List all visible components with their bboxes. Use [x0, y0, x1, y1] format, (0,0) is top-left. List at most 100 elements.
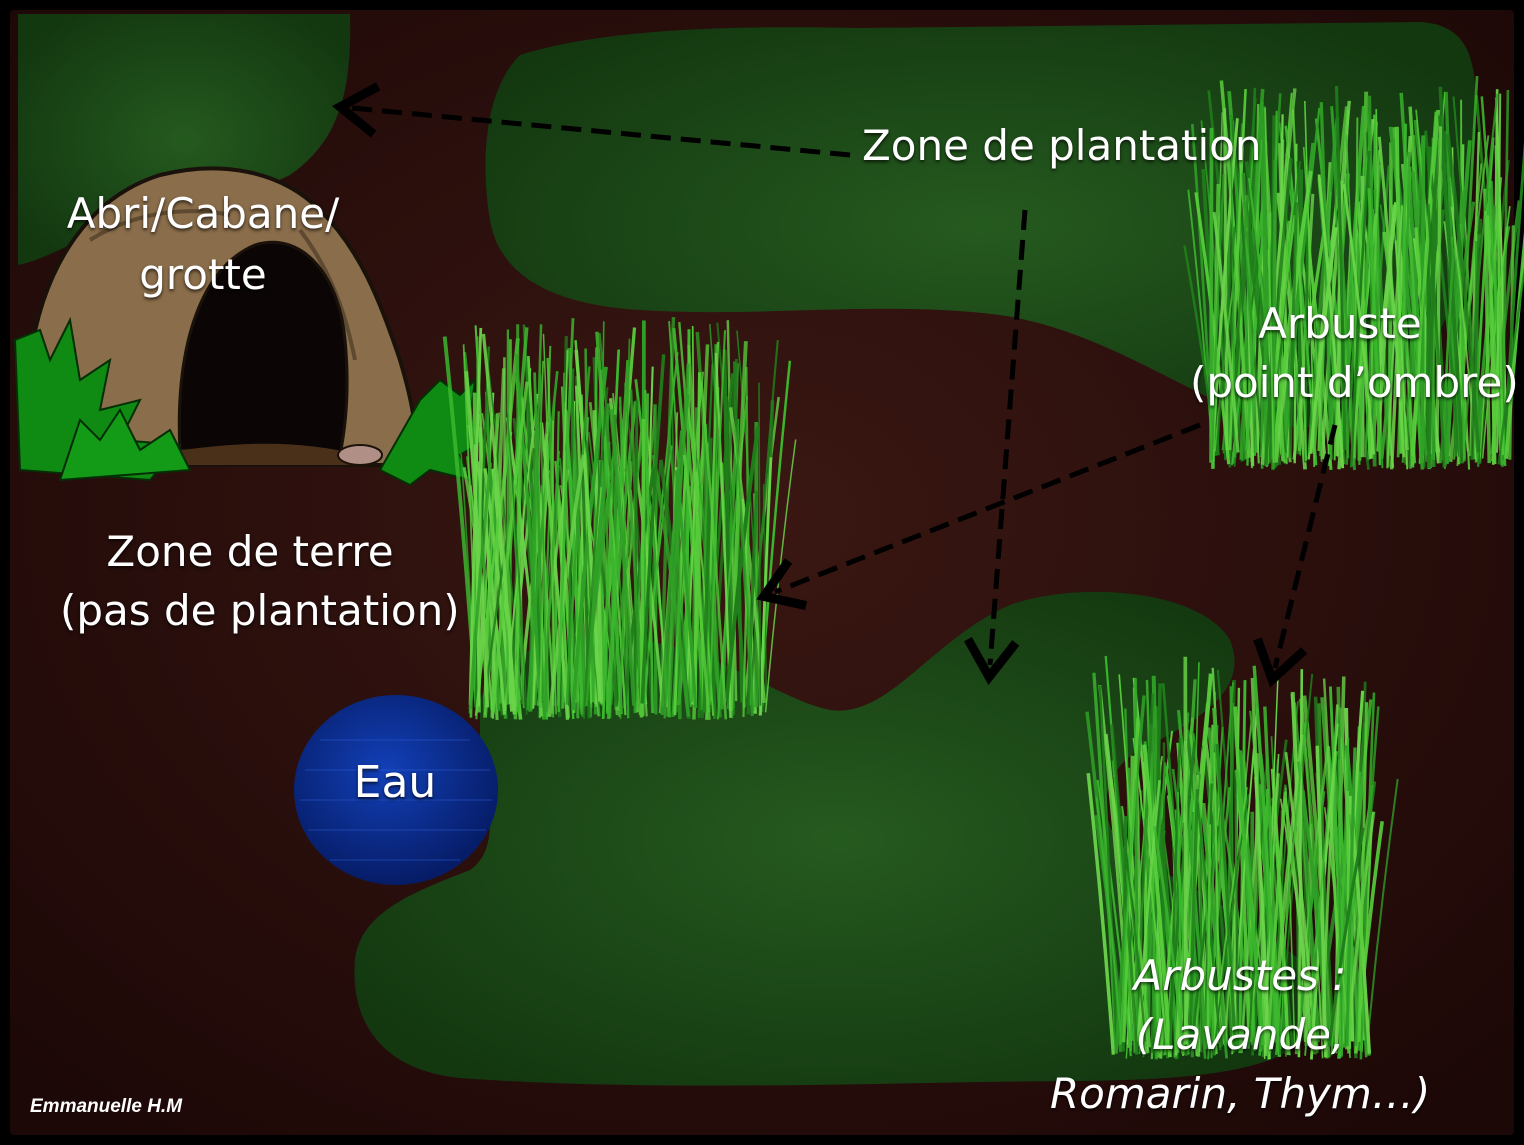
grass-blade	[1334, 85, 1347, 451]
grass-blade	[506, 412, 528, 715]
grass-blade	[1183, 656, 1188, 1045]
author-credit: Emmanuelle H.M	[30, 1096, 183, 1117]
label-water-text: Eau	[353, 757, 437, 808]
grass-blade	[1342, 183, 1376, 455]
grass-blade	[728, 341, 748, 711]
grass-blade	[574, 349, 602, 702]
grass-blade	[682, 454, 711, 721]
grass-blade	[539, 422, 570, 720]
grass-blade	[468, 462, 493, 710]
grass-blade	[1237, 749, 1257, 1051]
label-shrubs-line2: (Lavande,	[1135, 1010, 1345, 1060]
grass-blade	[724, 426, 760, 703]
grass-clump-left	[442, 317, 797, 721]
grass-blade	[1309, 227, 1338, 454]
grass-blade	[1215, 743, 1237, 1053]
label-shrubs-list: Arbustes : (Lavande, Romarin, Thym…)	[1050, 952, 1430, 1117]
grass-blade	[1252, 665, 1279, 1044]
grass-blade	[1445, 133, 1481, 453]
grass-blade	[606, 359, 630, 720]
grass-blade	[1104, 655, 1134, 1042]
grass-blade	[1194, 192, 1231, 465]
grass-blade	[685, 472, 697, 708]
label-shelter-line1: Abri/Cabane/	[66, 189, 340, 238]
arrow-to-grass-bottom-right	[1253, 424, 1338, 688]
grass-blade	[582, 387, 609, 720]
grass-blade	[1357, 702, 1369, 1042]
planting-zone-top-left	[18, 14, 351, 265]
grass-blade	[1086, 773, 1116, 1055]
grass-blade	[1210, 173, 1225, 461]
grass-blade	[584, 440, 618, 707]
grass-clump-bottom-right	[1085, 655, 1399, 1060]
label-shrub-line2: (point d’ombre)	[1190, 358, 1519, 408]
grass-blade	[1270, 768, 1291, 1055]
label-shrubs-line1: Arbustes :	[1133, 951, 1347, 1000]
grass-blade	[539, 374, 548, 713]
grass-blade	[1212, 211, 1240, 453]
grass-blade	[1153, 825, 1185, 1050]
grass-blade	[1327, 827, 1365, 1047]
grass-blade	[1263, 706, 1280, 1047]
arrow-to-grass-left	[756, 422, 1201, 610]
grass-blade	[1487, 215, 1497, 465]
cave-fern-left	[13, 316, 192, 482]
grass-blade	[1470, 218, 1483, 460]
label-plantation-zone: Zone de plantation	[862, 121, 1262, 170]
grass-blade	[1377, 136, 1406, 458]
grass-blade	[696, 458, 721, 705]
grass-blade	[640, 354, 666, 704]
grass-blade	[1315, 745, 1328, 1058]
planting-zone-bottom	[354, 591, 1322, 1086]
grass-blade	[1429, 173, 1462, 457]
grass-blade	[1143, 818, 1158, 1060]
grass-blade	[1228, 97, 1257, 468]
label-shrub-shade: Arbuste (point d’ombre)	[1190, 300, 1519, 408]
water-pond	[294, 695, 498, 885]
grass-blade	[1494, 145, 1504, 455]
grass-blade	[1358, 218, 1372, 465]
grass-blade	[1308, 715, 1338, 1044]
grass-blade	[1263, 158, 1293, 465]
label-plantation-zone-text: Zone de plantation	[862, 121, 1262, 170]
grass-blade	[1134, 693, 1155, 1043]
grass-blade	[1239, 88, 1265, 460]
grass-blade	[663, 394, 690, 719]
grass-blade	[1238, 680, 1247, 1054]
grass-blade	[633, 399, 639, 705]
grass-blade	[1320, 100, 1351, 460]
grass-blade	[1188, 789, 1200, 1045]
grass-blade	[687, 345, 707, 713]
grass-blade	[1157, 754, 1167, 1046]
grass-blade	[528, 426, 540, 712]
arrow-to-bottom-zone	[963, 209, 1028, 686]
label-shelter: Abri/Cabane/ grotte	[58, 190, 348, 298]
grass-blade	[481, 333, 517, 711]
grass-blade	[1435, 126, 1443, 453]
grass-blade	[758, 382, 762, 706]
grass-blade	[1426, 203, 1446, 468]
grass-blade	[708, 330, 726, 706]
grass-blade	[1095, 796, 1123, 1044]
grass-blade	[1497, 266, 1524, 465]
grass-blade	[1402, 151, 1411, 463]
grass-blade	[595, 331, 623, 715]
grass-blade	[734, 426, 755, 711]
grass-blade	[1386, 205, 1404, 469]
grass-blade	[1266, 791, 1287, 1053]
grass-blade	[514, 353, 542, 708]
grass-blade	[1261, 106, 1269, 466]
grass-blade	[1426, 115, 1440, 469]
label-soil-zone: Zone de terre (pas de plantation)	[60, 527, 460, 634]
grass-blade	[674, 470, 698, 708]
grass-blade	[619, 338, 631, 720]
grass-blade	[1399, 92, 1423, 456]
grass-blade	[641, 445, 673, 717]
grass-blade	[1223, 108, 1229, 451]
label-soil-line1: Zone de terre	[106, 527, 394, 576]
grass-blade	[464, 371, 490, 708]
grass-blade	[1110, 724, 1139, 1055]
grass-blade	[1412, 111, 1437, 465]
grass-blade	[1271, 197, 1310, 459]
